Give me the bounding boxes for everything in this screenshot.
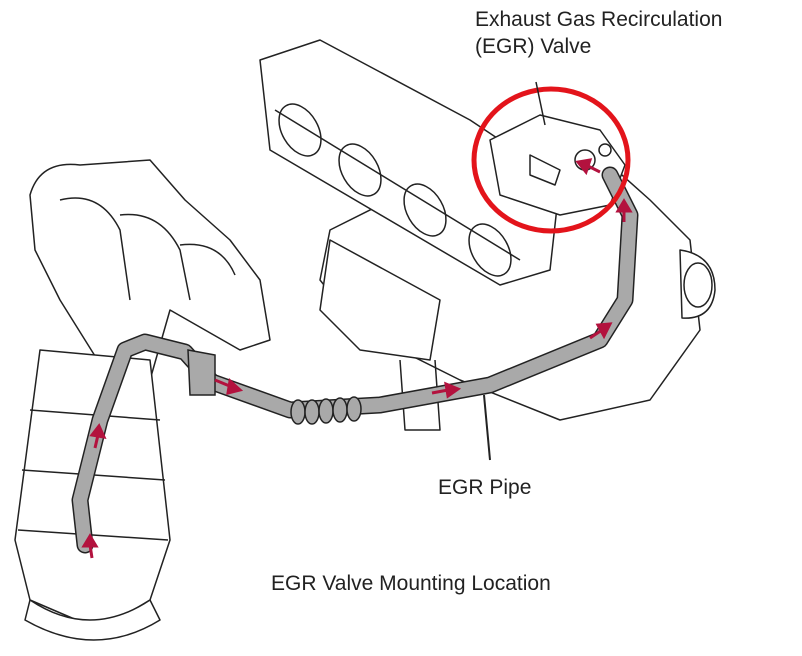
pipe-leader-line	[483, 394, 491, 461]
flow-arrow-icon	[575, 158, 601, 176]
flow-arrow-icon	[81, 533, 99, 559]
pipe-flange	[187, 349, 216, 396]
flow-arrow-icon	[89, 423, 107, 449]
catalytic-converter	[14, 349, 171, 631]
oil-pan	[319, 239, 441, 361]
diagram-caption: EGR Valve Mounting Location	[271, 572, 551, 595]
flow-arrow-icon	[214, 378, 244, 396]
flow-arrow-icon	[615, 198, 633, 222]
egr-pipe-label: EGR Pipe	[438, 476, 532, 499]
flow-arrows	[81, 158, 633, 559]
flow-arrow-icon	[589, 322, 613, 340]
valve-leader-line	[535, 81, 546, 126]
egr-valve-label-line1: Exhaust Gas Recirculation	[475, 8, 723, 31]
egr-valve-label-line2: (EGR) Valve	[475, 35, 592, 58]
flow-arrow-icon	[431, 381, 462, 399]
intake-ports	[278, 103, 512, 277]
pipe-bellows	[290, 396, 362, 425]
egr-valve-highlight-circle	[471, 86, 631, 234]
